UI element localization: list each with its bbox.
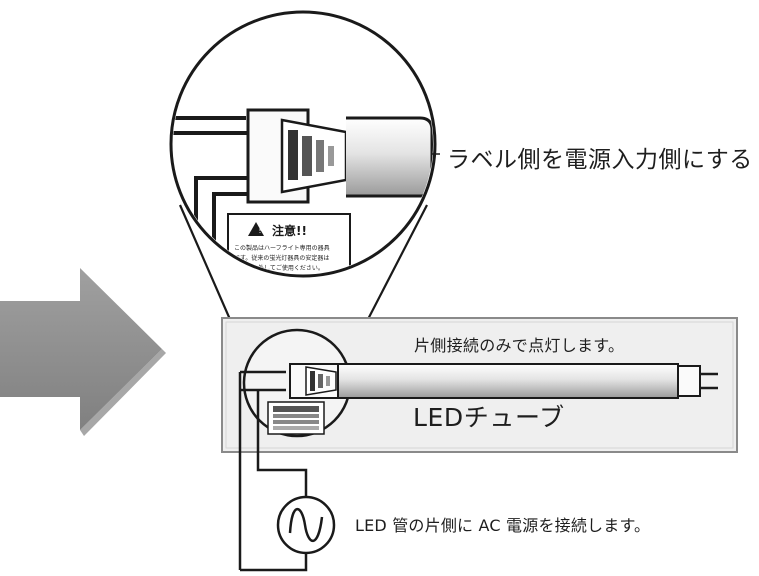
lens-tube-body bbox=[346, 116, 433, 198]
ac-connection-note: LED 管の片側に AC 電源を接続します。 bbox=[355, 516, 651, 535]
one-side-lighting-note: 片側接続のみで点灯します。 bbox=[414, 336, 625, 355]
lens-warning-label: ! 注意!! この製品はハーフライト専用の器具 です。従来の蛍光灯器具の安定器は… bbox=[227, 213, 351, 274]
warning-line-1: この製品はハーフライト専用の器具 bbox=[234, 244, 330, 252]
tube-body bbox=[337, 363, 679, 399]
direction-arrow-shadow bbox=[80, 349, 166, 436]
magnifier-lens: ! 注意!! この製品はハーフライト専用の器具 です。従来の蛍光灯器具の安定器は… bbox=[169, 10, 437, 278]
warning-line-2: です。従来の蛍光灯器具の安定器は bbox=[234, 254, 329, 262]
ac-source-icon bbox=[276, 495, 336, 555]
led-tube bbox=[289, 363, 718, 399]
tube-end-pins bbox=[700, 372, 718, 390]
label-side-callout: ラベル側を電源入力側にする bbox=[447, 147, 753, 173]
svg-text:!: ! bbox=[258, 226, 261, 235]
direction-arrow bbox=[0, 268, 162, 430]
warning-title: 注意!! bbox=[272, 223, 307, 238]
ac-supply-wires bbox=[238, 372, 308, 572]
supply-wire-to-tube bbox=[240, 370, 286, 392]
warning-line-3: 必ず取り外してご使用ください。 bbox=[234, 264, 324, 272]
small-warning-sticker bbox=[267, 401, 325, 435]
led-tube-label: LEDチューブ bbox=[413, 403, 565, 432]
